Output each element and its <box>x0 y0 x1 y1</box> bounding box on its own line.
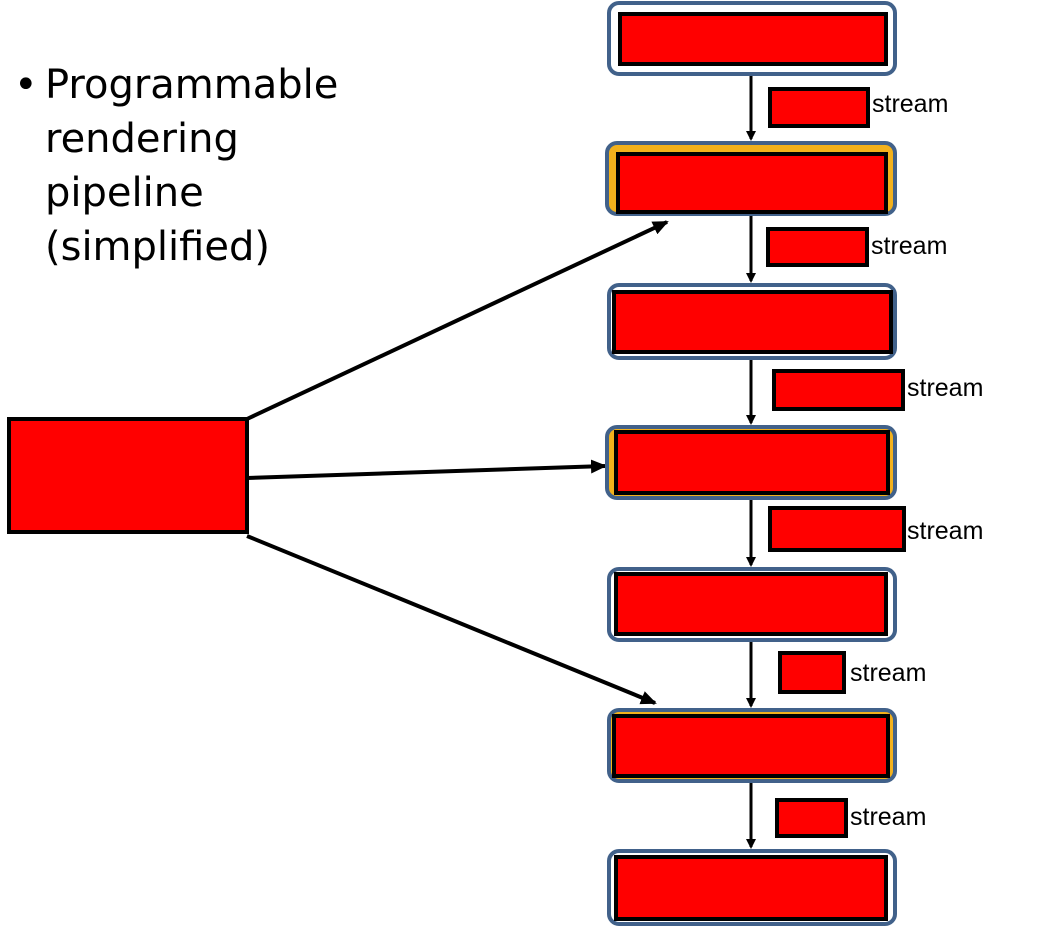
stream-block-1 <box>768 87 870 128</box>
stream-label-1: stream <box>872 90 949 118</box>
stream-label-4: stream <box>907 517 984 545</box>
source-link-to-stage-6 <box>246 534 657 705</box>
stage-4-block <box>614 430 890 495</box>
source-link-to-stage-4 <box>246 459 607 480</box>
stream-label-5: stream <box>850 659 927 687</box>
source-block <box>7 417 249 534</box>
stage-5-block <box>614 572 888 636</box>
bullet-line-3: pipeline <box>45 170 204 216</box>
bullet-text: • Programmable rendering pipeline (simpl… <box>14 58 374 274</box>
stage-2-block <box>616 152 888 214</box>
source-link-to-stage-2 <box>246 220 669 421</box>
bullet-line-4: (simplified) <box>45 224 270 270</box>
stream-block-3 <box>772 369 905 411</box>
stage-6-block <box>612 714 890 778</box>
bullet-line-2: rendering <box>45 116 239 162</box>
stream-label-3: stream <box>907 374 984 402</box>
bullet-icon: • <box>14 62 38 108</box>
stream-block-4 <box>768 506 906 552</box>
bullet-line-1: Programmable <box>45 62 339 108</box>
stream-label-2: stream <box>871 232 948 260</box>
stage-3-block <box>612 290 893 354</box>
stage-1-block <box>618 12 888 66</box>
stream-block-6 <box>775 798 848 838</box>
stream-block-2 <box>766 227 869 267</box>
stage-7-block <box>614 855 888 921</box>
stream-block-5 <box>778 651 846 694</box>
stream-label-6: stream <box>850 803 927 831</box>
